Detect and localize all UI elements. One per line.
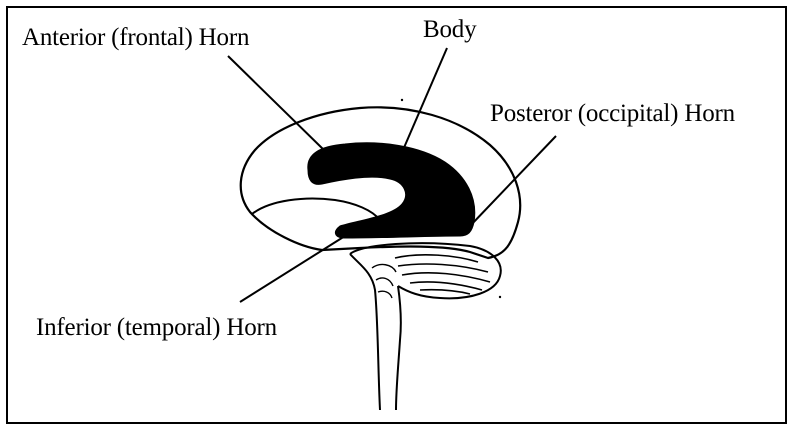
leader-body [403, 48, 447, 150]
scan-dot [401, 99, 403, 101]
label-body: Body [423, 16, 476, 44]
leader-posterior-horn [470, 136, 556, 226]
leader-anterior-horn [228, 56, 326, 152]
scan-dot [499, 296, 501, 298]
label-anterior-horn: Anterior (frontal) Horn [22, 24, 249, 52]
label-posterior-horn: Posteror (occipital) Horn [490, 100, 735, 128]
temporal-lobe-contour [252, 199, 380, 220]
brainstem-outline [350, 254, 401, 410]
label-inferior-horn: Inferior (temporal) Horn [36, 314, 277, 342]
lateral-ventricle [308, 143, 475, 238]
cerebellum-folia [395, 255, 490, 294]
leader-inferior-horn [240, 236, 345, 302]
